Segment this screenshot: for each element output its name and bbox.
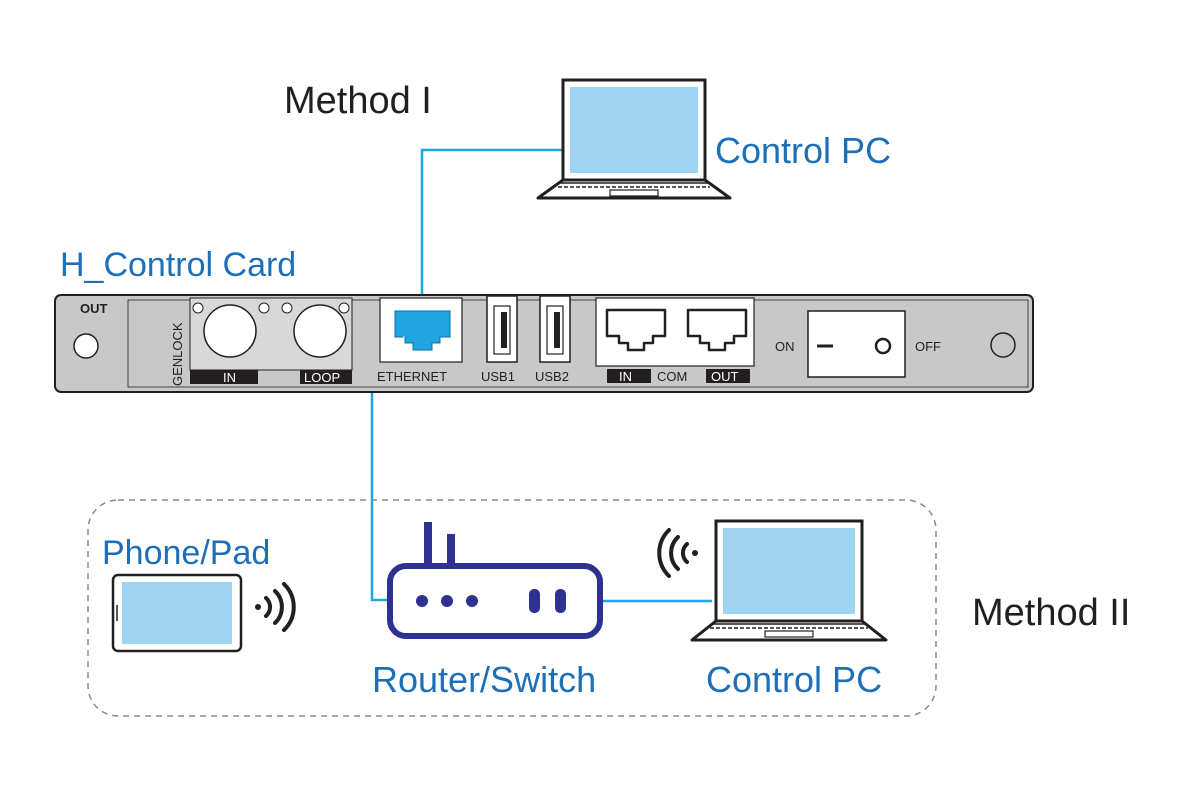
wifi-icon — [255, 582, 296, 632]
laptop-icon — [536, 78, 732, 200]
mount-hole-right — [990, 332, 1016, 358]
control-pc-bottom-label: Control PC — [706, 659, 882, 700]
cable-method-2-router — [370, 330, 390, 602]
wifi-icon — [657, 528, 698, 578]
com-in-label: IN — [619, 369, 632, 384]
com-in-port — [605, 308, 667, 352]
method-2-region — [87, 499, 937, 717]
method-1-title: Method I — [284, 80, 432, 122]
usb-port-icon — [539, 295, 571, 363]
control-pc-top-label: Control PC — [715, 130, 891, 171]
tablet-icon — [111, 573, 243, 653]
cable-method-1 — [420, 148, 562, 312]
genlock-in-label: IN — [223, 370, 236, 385]
bnc-loop-connector — [281, 302, 350, 358]
power-switch-icon — [807, 310, 906, 378]
card-name-label: H_Control Card — [60, 246, 296, 284]
com-label: COM — [657, 369, 687, 384]
genlock-label: GENLOCK — [170, 322, 185, 386]
com-out-port — [686, 308, 748, 352]
laptop-icon — [690, 519, 888, 642]
usb2-label: USB2 — [535, 369, 569, 384]
bnc-in-connector — [192, 302, 270, 358]
router-icon — [387, 522, 603, 639]
genlock-loop-label: LOOP — [304, 370, 340, 385]
control-card-panel: OUT GENLOCK IN LOOP ETHERNET — [54, 294, 1034, 393]
router-switch-label: Router/Switch — [372, 659, 596, 700]
method-2-title: Method II — [972, 592, 1130, 634]
usb-port-icon — [486, 295, 518, 363]
rj45-icon — [394, 310, 451, 351]
com-out-label: OUT — [711, 369, 739, 384]
phone-pad-label: Phone/Pad — [102, 534, 270, 572]
panel-out-label: OUT — [80, 301, 108, 316]
switch-off-label: OFF — [915, 339, 941, 354]
mount-hole-left — [73, 333, 99, 359]
ethernet-label: ETHERNET — [377, 369, 447, 384]
usb1-label: USB1 — [481, 369, 515, 384]
switch-on-label: ON — [775, 339, 795, 354]
